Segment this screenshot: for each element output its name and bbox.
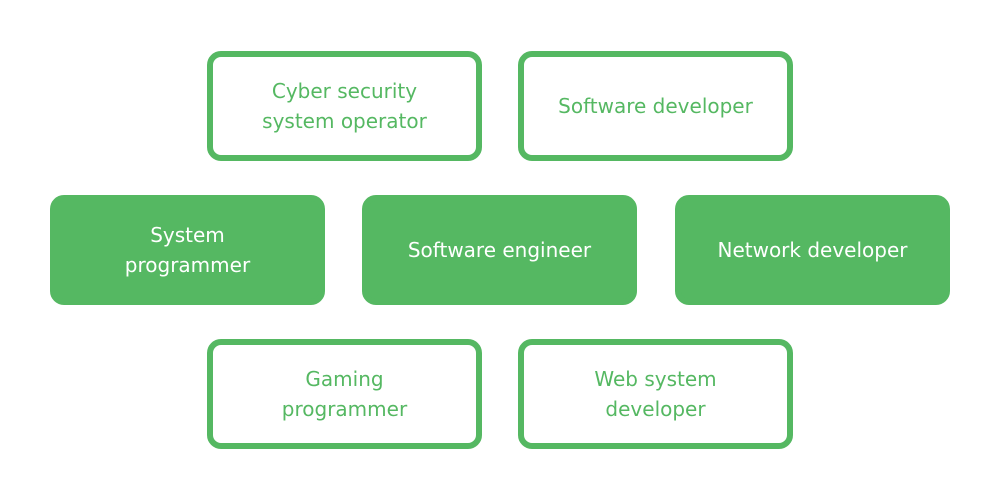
box-cyber-security-system-operator: Cyber security system operator [207,51,482,161]
box-web-system-developer: Web system developer [518,339,793,449]
box-gaming-programmer: Gaming programmer [207,339,482,449]
box-system-programmer: System programmer [50,195,325,305]
box-label: Software engineer [407,238,592,262]
box-label: Cyber security system operator [262,79,427,133]
box-label: Software developer [558,94,753,118]
box-label: Web system developer [594,367,717,421]
box-software-developer: Software developer [518,51,793,161]
box-network-developer: Network developer [675,195,950,305]
box-label: System programmer [124,223,251,277]
box-software-engineer: Software engineer [362,195,637,305]
box-label: Gaming programmer [281,367,408,421]
box-label: Network developer [717,238,908,262]
